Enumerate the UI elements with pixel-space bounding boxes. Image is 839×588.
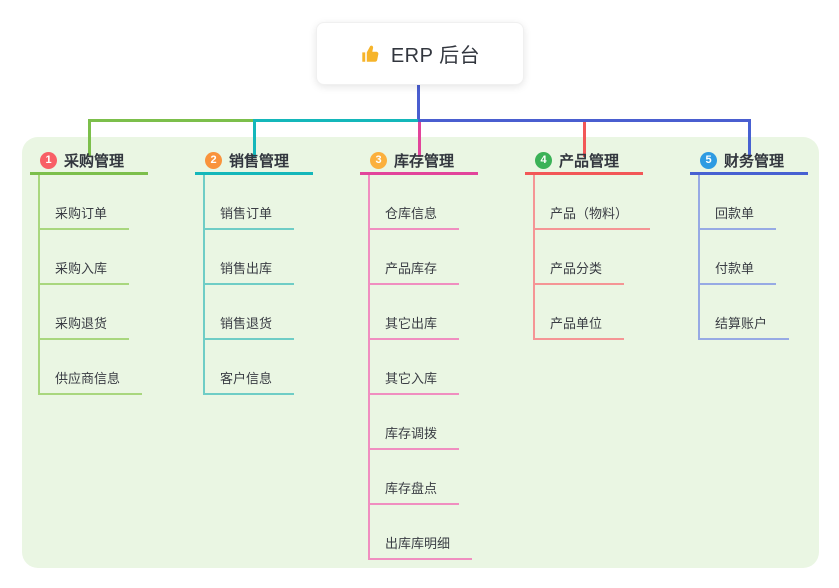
branch-node-header[interactable]: 1 采购管理 [30,148,148,175]
branch-column: 2 销售管理销售订单销售出库销售退货客户信息 [195,148,355,395]
list-item: 出库库明细 [360,505,520,560]
branch-label: 产品管理 [559,152,620,170]
connector-line [253,119,418,122]
mindmap-item-node[interactable]: 采购退货 [38,313,130,340]
branch-item-list: 回款单付款单结算账户 [690,175,839,340]
mindmap-item-node[interactable]: 仓库信息 [368,203,460,230]
branch-node-header[interactable]: 5 财务管理 [690,148,808,175]
branch-item-list: 产品（物料） 产品分类产品单位 [525,175,685,340]
list-item: 付款单 [690,230,839,285]
list-item: 产品分类 [525,230,685,285]
list-item: 其它入库 [360,340,520,395]
mindmap-item-node[interactable]: 客户信息 [203,368,295,395]
branch-drop-line [583,122,586,157]
mindmap-item-node[interactable]: 付款单 [698,258,777,285]
branch-number-badge: 2 [205,151,222,169]
list-item: 销售退货 [195,285,355,340]
mindmap-item-node[interactable]: 产品（物料） [533,203,651,230]
branch-rail-line [368,175,370,560]
branch-item-list: 采购订单采购入库采购退货供应商信息 [30,175,190,395]
branch-node-header[interactable]: 2 销售管理 [195,148,313,175]
branch-item-list: 仓库信息产品库存其它出库其它入库库存调拨库存盘点出库库明细 [360,175,520,560]
list-item: 产品（物料） [525,175,685,230]
mindmap-item-node[interactable]: 采购入库 [38,258,130,285]
connector-line [88,119,253,122]
list-item: 回款单 [690,175,839,230]
root-node-label: ERP 后台 [390,45,481,67]
mindmap-item-node[interactable]: 库存调拨 [368,423,460,450]
branch-number-badge: 3 [370,151,387,169]
branch-drop-line [748,122,751,157]
branch-drop-line [88,122,91,157]
branch-node-header[interactable]: 4 产品管理 [525,148,643,175]
branch-number-badge: 5 [700,151,717,169]
branch-label: 库存管理 [394,152,455,170]
branch-column: 4 产品管理产品（物料） 产品分类产品单位 [525,148,685,340]
mindmap-item-node[interactable]: 产品库存 [368,258,460,285]
mindmap-item-node[interactable]: 供应商信息 [38,368,143,395]
connector-line [418,119,751,122]
branch-column: 5 财务管理回款单付款单结算账户 [690,148,839,340]
list-item: 采购入库 [30,230,190,285]
list-item: 采购订单 [30,175,190,230]
list-item: 库存调拨 [360,395,520,450]
mindmap-item-node[interactable]: 销售订单 [203,203,295,230]
branch-drop-line [253,122,256,157]
branch-rail-line [38,175,40,395]
mindmap-item-node[interactable]: 结算账户 [698,313,790,340]
branch-node-header[interactable]: 3 库存管理 [360,148,478,175]
list-item: 客户信息 [195,340,355,395]
mindmap-item-node[interactable]: 其它出库 [368,313,460,340]
branch-column: 3 库存管理仓库信息产品库存其它出库其它入库库存调拨库存盘点出库库明细 [360,148,520,560]
mindmap-item-node[interactable]: 回款单 [698,203,777,230]
list-item: 产品库存 [360,230,520,285]
thumbs-up-icon [360,43,382,65]
list-item: 销售出库 [195,230,355,285]
mindmap-item-node[interactable]: 其它入库 [368,368,460,395]
branch-label: 采购管理 [64,152,125,170]
branch-drop-line [418,122,421,157]
branch-rail-line [203,175,205,395]
branch-label: 销售管理 [229,152,290,170]
list-item: 销售订单 [195,175,355,230]
list-item: 库存盘点 [360,450,520,505]
root-connector [417,83,420,119]
branch-rail-line [698,175,700,340]
list-item: 产品单位 [525,285,685,340]
mindmap-item-node[interactable]: 出库库明细 [368,533,473,560]
branch-rail-line [533,175,535,340]
branch-number-badge: 4 [535,151,552,169]
list-item: 仓库信息 [360,175,520,230]
mindmap-item-node[interactable]: 销售退货 [203,313,295,340]
branch-label: 财务管理 [724,152,785,170]
branch-number-badge: 1 [40,151,57,169]
list-item: 其它出库 [360,285,520,340]
list-item: 采购退货 [30,285,190,340]
mindmap-item-node[interactable]: 库存盘点 [368,478,460,505]
branch-column: 1 采购管理采购订单采购入库采购退货供应商信息 [30,148,190,395]
mindmap-item-node[interactable]: 产品分类 [533,258,625,285]
mindmap-panel [22,137,819,568]
list-item: 供应商信息 [30,340,190,395]
branch-item-list: 销售订单销售出库销售退货客户信息 [195,175,355,395]
root-node[interactable]: ERP 后台 [316,22,524,85]
mindmap-item-node[interactable]: 销售出库 [203,258,295,285]
list-item: 结算账户 [690,285,839,340]
mindmap-item-node[interactable]: 采购订单 [38,203,130,230]
mindmap-item-node[interactable]: 产品单位 [533,313,625,340]
